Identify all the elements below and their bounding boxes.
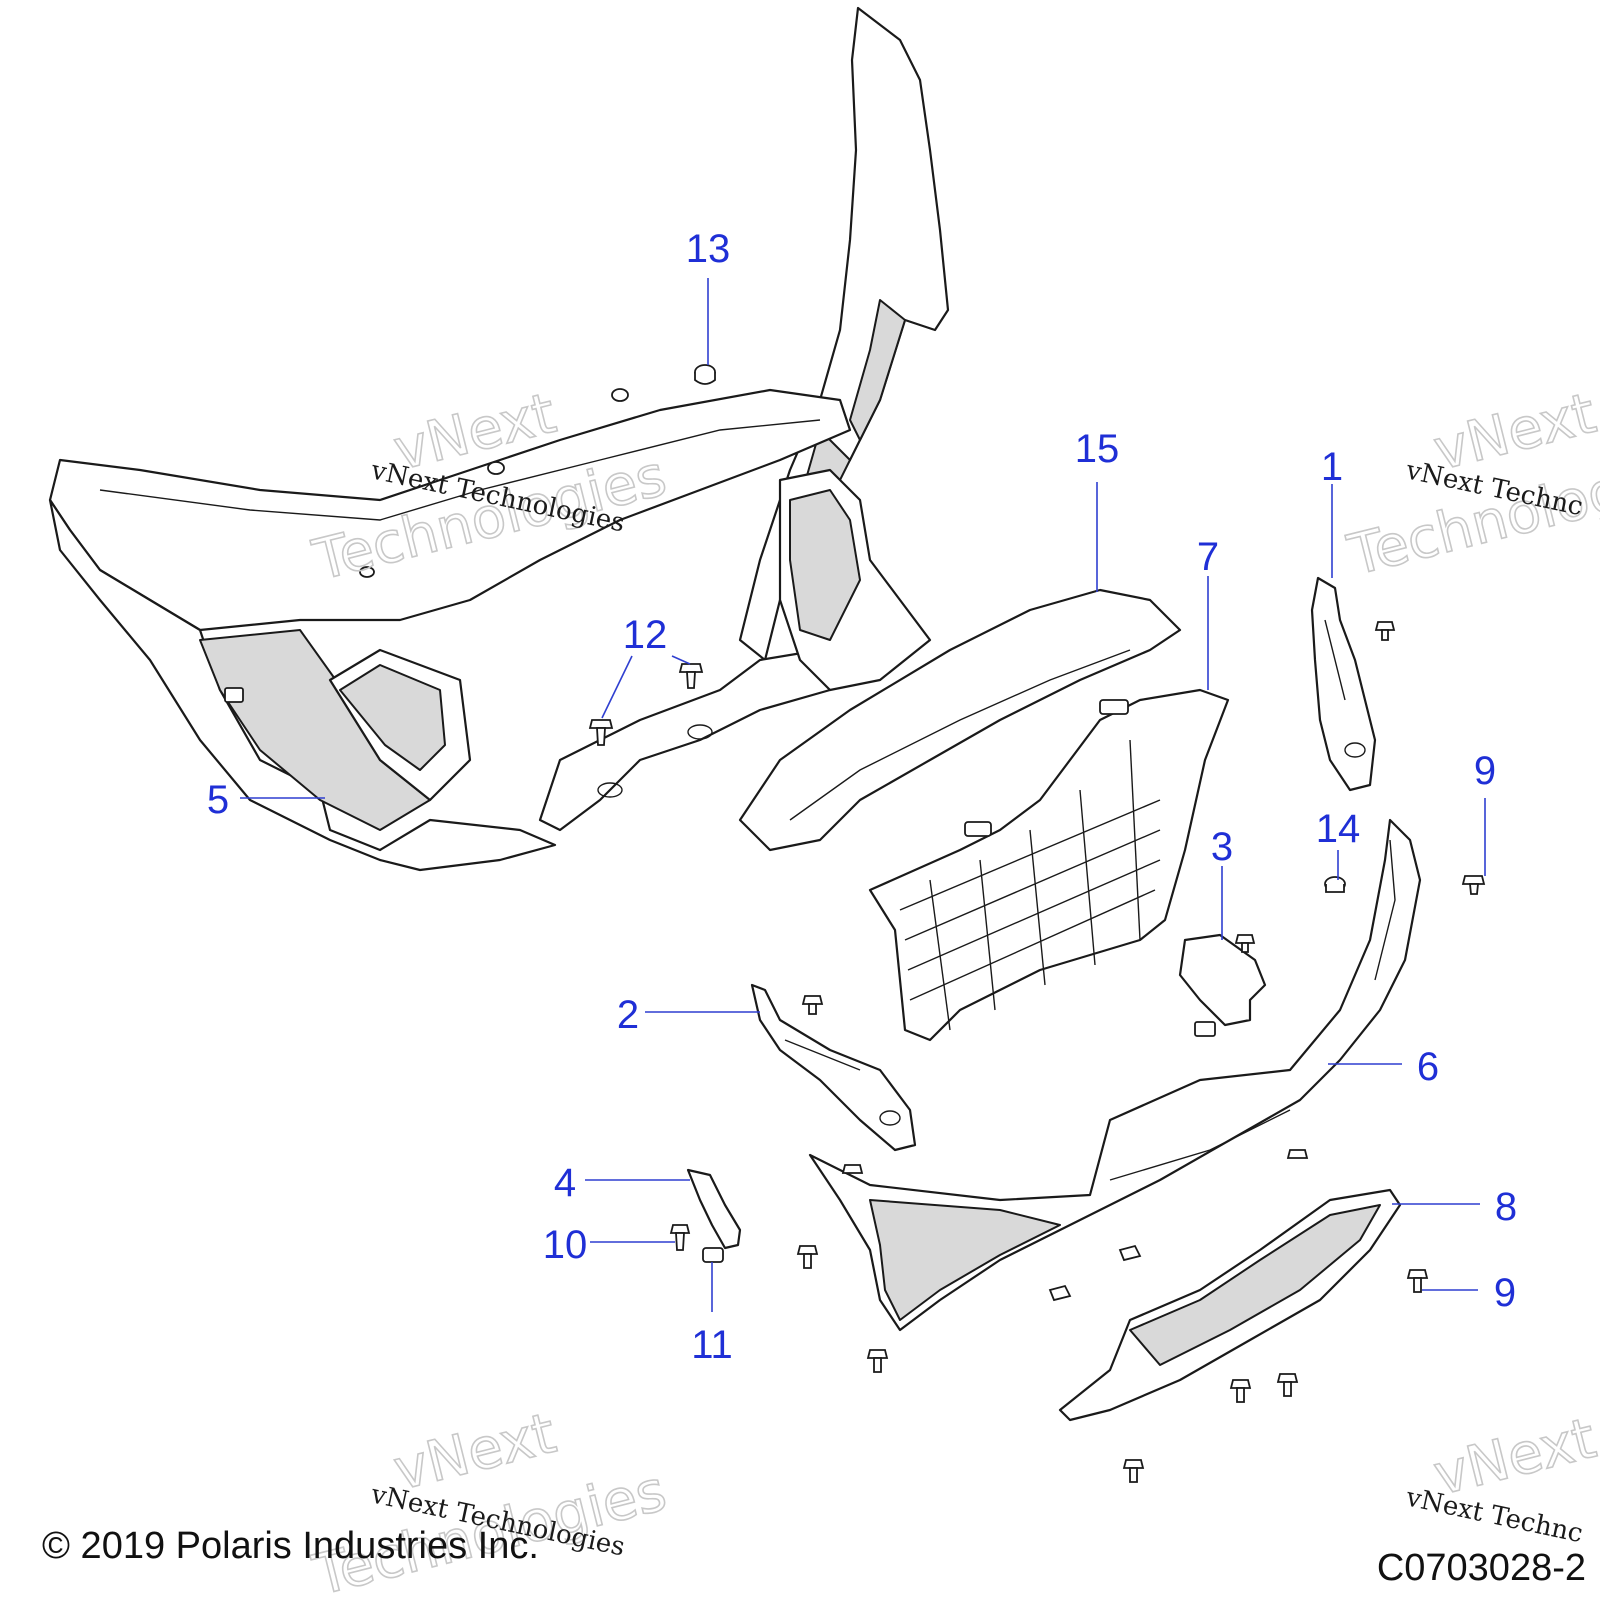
callout-8: 8: [1495, 1185, 1517, 1229]
part-6-lower-bumper: [808, 818, 1422, 1332]
callout-4: 4: [554, 1161, 576, 1205]
callout-10: 10: [543, 1223, 588, 1267]
leader-lines: [240, 278, 1486, 1312]
callout-7: 7: [1197, 535, 1219, 579]
callout-9-lower: 9: [1494, 1271, 1516, 1315]
callout-12: 12: [623, 613, 668, 657]
callout-2: 2: [617, 993, 639, 1037]
part-15-upper-panel: [738, 588, 1182, 852]
watermark-lower-right: vNext vNext Technc: [1403, 1405, 1600, 1549]
grille-mesh: [899, 739, 1161, 1031]
part-8-skid-plate: [1058, 1188, 1402, 1422]
part-13-grommet: [694, 364, 716, 385]
callout-14: 14: [1316, 807, 1361, 851]
part-4-small-bracket: [686, 1168, 742, 1250]
callout-5: 5: [207, 778, 229, 822]
watermark-upper-right: vNext Technologies vNext Technc: [1341, 380, 1600, 589]
part-2-left-bracket: [750, 983, 917, 1152]
callout-15: 15: [1075, 427, 1120, 471]
callout-1: 1: [1321, 445, 1343, 489]
callout-labels: 1 2 3 4 5 6 7 8 9 9 10 11 12 13 14 15: [207, 227, 1517, 1367]
copyright-text: © 2019 Polaris Industries Inc.: [42, 1525, 539, 1567]
part-12-push-rivets: [588, 663, 704, 746]
callout-3: 3: [1211, 825, 1233, 869]
callout-9-upper: 9: [1474, 749, 1496, 793]
part-1-right-bracket: [1310, 576, 1396, 792]
part-7-grille: [868, 688, 1230, 1042]
part-3-center-bracket: [1178, 933, 1267, 1037]
part-10-screw: [669, 1224, 691, 1251]
watermark-lower-left: vNext Technologies vNext Technologies: [306, 1400, 673, 1600]
part-9-screw-upper: [1461, 875, 1486, 895]
callout-13: 13: [686, 227, 731, 271]
diagram-code: C0703028-2: [1377, 1547, 1586, 1589]
callout-11: 11: [691, 1323, 733, 1367]
part-5-front-frame: [48, 6, 950, 872]
part-14-clip: [1324, 876, 1346, 893]
part-11-nut: [702, 1247, 724, 1263]
callout-6: 6: [1417, 1045, 1439, 1089]
loose-fasteners: [796, 1245, 1429, 1483]
